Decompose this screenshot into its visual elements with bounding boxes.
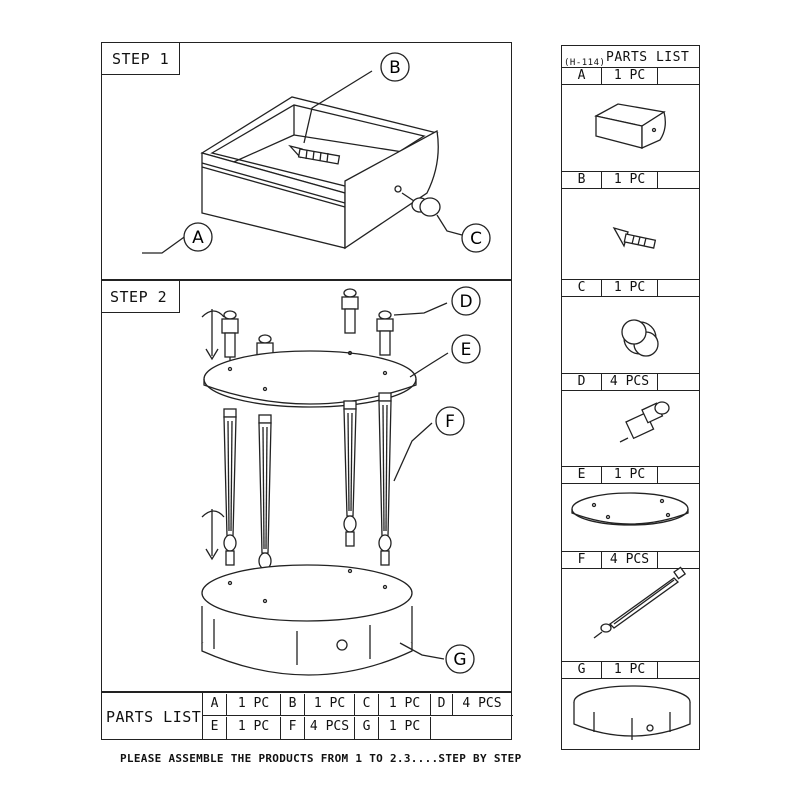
knob-hole	[394, 185, 402, 193]
bottom-parts-list: PARTS LIST A 1 PC B 1 PC C 1 PC D 4 PCS …	[101, 692, 513, 740]
side-part-letter: C	[562, 280, 602, 296]
base-drawer-unit	[201, 564, 413, 676]
screw-b-illustration	[288, 144, 341, 165]
bp-r2-g-qty: 1 PC	[379, 717, 431, 739]
side-part-letter: F	[562, 552, 602, 568]
knob-icon	[621, 319, 659, 357]
bp-r1-d-letter: D	[431, 694, 453, 715]
bp-r1-b-letter: B	[281, 694, 305, 715]
rotate-arrow-top	[201, 309, 225, 361]
callout-g: G	[453, 650, 466, 670]
bp-r2-e-qty: 1 PC	[227, 717, 281, 739]
callout-f-circle	[435, 406, 465, 436]
side-part-qty: 1 PC	[602, 68, 658, 84]
callout-a-circle	[183, 222, 213, 252]
finial-right-front	[376, 310, 394, 356]
callout-f: F	[445, 412, 455, 432]
oval-base-icon	[573, 685, 691, 740]
side-part-letter: E	[562, 467, 602, 483]
bp-r1-c-qty: 1 PC	[379, 694, 431, 715]
side-parts-title: PARTS LIST	[606, 50, 690, 65]
finial-left-back	[221, 310, 239, 363]
drawer-icon	[594, 103, 666, 150]
finial-right-back	[341, 288, 359, 334]
callout-c: C	[470, 229, 482, 249]
bp-r1-b-qty: 1 PC	[305, 694, 355, 715]
rotate-arrow-bottom	[201, 509, 225, 561]
bottom-parts-label: PARTS LIST	[106, 708, 202, 726]
bp-r2-g-letter: G	[355, 717, 379, 739]
finial-icon	[619, 401, 670, 443]
side-part-letter: G	[562, 662, 602, 678]
step2-title-box	[102, 281, 180, 313]
leg-4	[378, 392, 392, 566]
assembly-instruction: PLEASE ASSEMBLE THE PRODUCTS FROM 1 TO 2…	[120, 752, 522, 765]
knob-c-illustration	[401, 192, 441, 217]
side-part-qty: 4 PCS	[602, 374, 658, 390]
step1-panel: STEP 1	[101, 42, 512, 280]
oval-top-icon	[571, 492, 689, 526]
side-part-qty: 1 PC	[602, 467, 658, 483]
step1-title: STEP 1	[112, 50, 170, 68]
callout-d-circle	[451, 286, 481, 316]
leg-3	[343, 400, 357, 547]
bp-r1-a-qty: 1 PC	[227, 694, 281, 715]
callout-e: E	[461, 340, 472, 360]
step2-panel: STEP 2	[101, 280, 512, 692]
callout-b-circle	[380, 52, 410, 82]
step2-table-illustration: D E F G	[201, 286, 481, 676]
side-part-letter: D	[562, 374, 602, 390]
side-part-letter: A	[562, 68, 602, 84]
bp-r1-a-letter: A	[203, 694, 227, 715]
screw-icon	[612, 226, 657, 249]
callout-e-circle	[451, 334, 481, 364]
callout-d: D	[459, 292, 472, 312]
callout-c-circle	[461, 223, 491, 253]
leg-icon	[593, 566, 687, 639]
callout-g-circle	[445, 644, 475, 674]
leg-1	[223, 408, 237, 566]
side-part-letter: B	[562, 172, 602, 188]
step1-drawer-illustration: B A C	[142, 52, 491, 254]
bp-r1-c-letter: C	[355, 694, 379, 715]
callout-b: B	[389, 58, 401, 78]
step2-title: STEP 2	[110, 288, 168, 306]
side-part-qty: 1 PC	[602, 280, 658, 296]
leg-2	[258, 414, 272, 584]
side-part-qty: 1 PC	[602, 172, 658, 188]
drawer-front	[344, 129, 439, 250]
step1-title-box	[102, 43, 180, 75]
bp-r2-e-letter: E	[203, 717, 227, 739]
model-number: (H-114)	[564, 58, 606, 68]
bp-r2-f-letter: F	[281, 717, 305, 739]
bp-r2-f-qty: 4 PCS	[305, 717, 355, 739]
side-part-qty: 4 PCS	[602, 552, 658, 568]
side-part-qty: 1 PC	[602, 662, 658, 678]
callout-a: A	[192, 228, 204, 248]
bp-r1-d-qty: 4 PCS	[462, 696, 502, 711]
